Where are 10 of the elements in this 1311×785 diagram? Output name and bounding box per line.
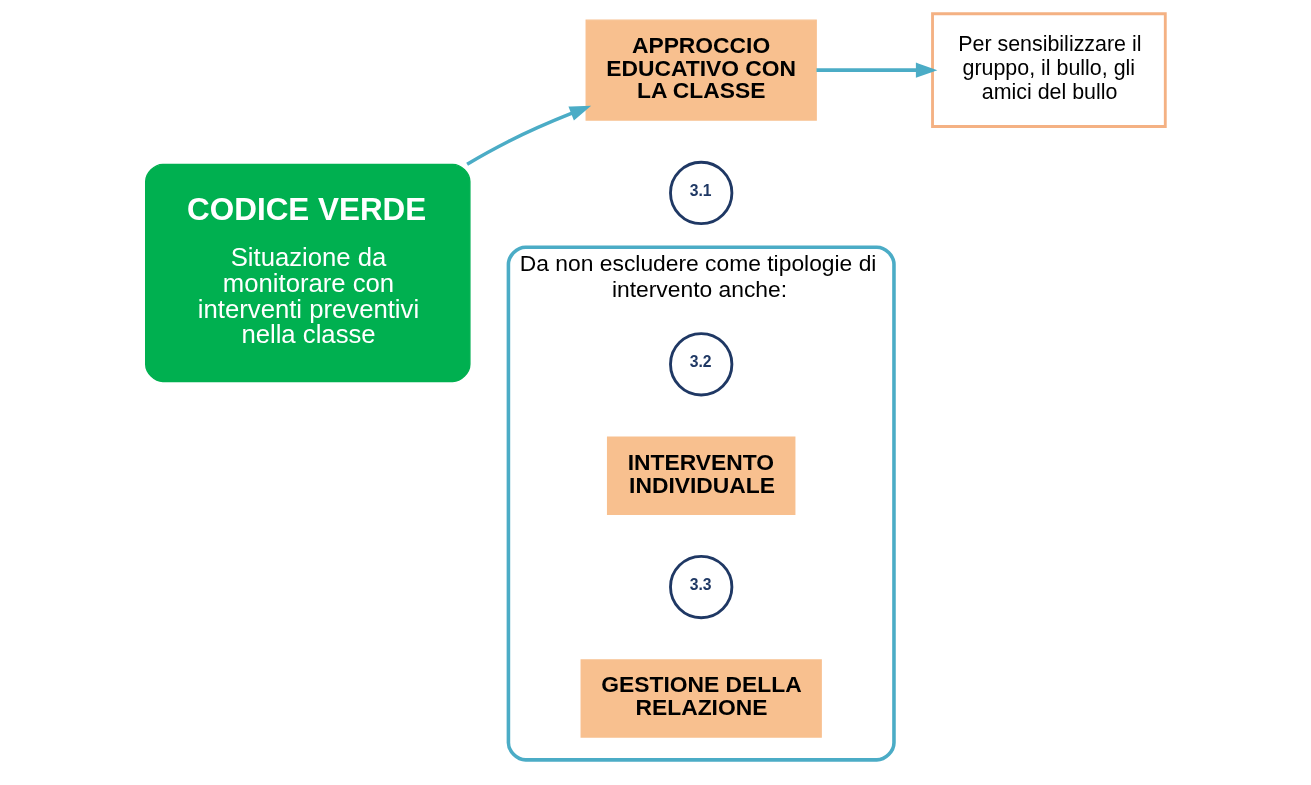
arrow	[466, 105, 592, 166]
node-box: CODICE VERDE Situazione da monitorare con interventi preventivi nella classe	[145, 163, 471, 383]
arrow	[816, 62, 938, 78]
node-box: APPROCCIO EDUCATIVO CON LA CLASSE	[585, 19, 817, 121]
node-box: GESTIONE DELLA RELAZIONE	[580, 659, 822, 738]
node-circle: 3.1	[669, 160, 734, 226]
node-circle: 3.3	[669, 554, 734, 620]
node-box: Per sensibilizzare il gruppo, il bullo, gli amici del bullo	[931, 12, 1167, 128]
node-circle: 3.2	[669, 332, 734, 397]
node-box: INTERVENTO INDIVIDUALE	[606, 436, 796, 515]
